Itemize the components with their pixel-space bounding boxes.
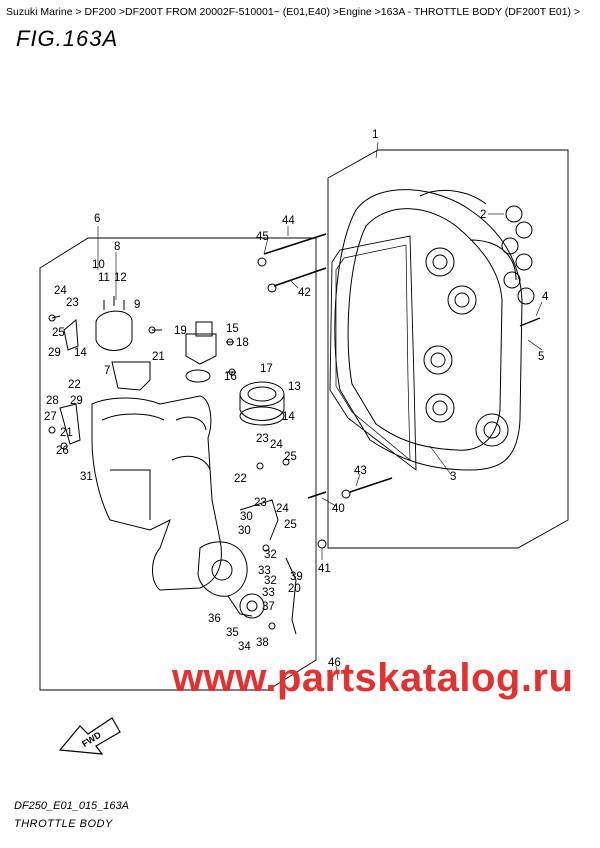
callout: 19 — [174, 325, 187, 337]
callout: 32 — [264, 549, 277, 561]
callout: 43 — [354, 465, 367, 477]
intake-manifold-drawing — [329, 189, 523, 471]
footer-name: THROTTLE BODY — [14, 818, 113, 830]
callout: 36 — [208, 613, 221, 625]
callout: 10 — [92, 259, 105, 271]
callout: 7 — [104, 365, 110, 377]
left-group-frame — [39, 237, 317, 691]
callout: 33 — [258, 565, 271, 577]
callout: 14 — [74, 347, 87, 359]
callout: 22 — [68, 379, 81, 391]
callout: 44 — [282, 215, 295, 227]
callout: 23 — [256, 433, 269, 445]
callout: 18 — [236, 337, 249, 349]
callout: 33 — [262, 587, 275, 599]
callout: 21 — [60, 427, 73, 439]
callout: 22 — [234, 473, 247, 485]
callout: 5 — [538, 351, 544, 363]
footer-code: DF250_E01_015_163A — [14, 800, 129, 812]
callout: 3 — [450, 471, 456, 483]
callout: 30 — [240, 511, 253, 523]
watermark: www.partskatalog.ru — [172, 656, 574, 700]
callout: 24 — [276, 503, 289, 515]
bolt-44 — [263, 233, 327, 255]
callout: 31 — [80, 471, 93, 483]
callout: 37 — [262, 601, 275, 613]
bolt-43 — [349, 477, 393, 493]
callout: 8 — [114, 241, 120, 253]
callout: 24 — [54, 285, 67, 297]
callout: 13 — [288, 381, 301, 393]
callout: 32 — [264, 575, 277, 587]
callout: 11 — [98, 272, 110, 284]
callout: 14 — [282, 411, 295, 423]
callout: 27 — [44, 411, 57, 423]
callout: 29 — [48, 347, 61, 359]
fwd-arrow-icon: FWD — [58, 717, 121, 755]
callout: 41 — [318, 563, 331, 575]
throttle-body-drawing — [59, 296, 297, 635]
callout: 16 — [224, 371, 237, 383]
bolt-40 — [307, 491, 327, 499]
callout: 12 — [114, 272, 127, 284]
callout: 23 — [66, 297, 79, 309]
callout: 25 — [284, 519, 297, 531]
callout: 45 — [256, 231, 269, 243]
callout: 26 — [56, 445, 69, 457]
small-bolts — [48, 314, 290, 630]
callout: 21 — [152, 351, 165, 363]
callout: 9 — [134, 299, 140, 311]
bolt-42 — [273, 267, 327, 287]
callout: 23 — [254, 497, 267, 509]
callout: 38 — [256, 637, 269, 649]
callout: 17 — [260, 363, 273, 375]
callout: 34 — [238, 641, 251, 653]
callout: 28 — [46, 395, 59, 407]
callout: 46 — [328, 657, 341, 669]
callout: 6 — [94, 213, 100, 225]
callout: 29 — [70, 395, 83, 407]
callout: 15 — [226, 323, 239, 335]
leader-lines — [97, 141, 543, 681]
callout: 1 — [372, 129, 378, 141]
right-group-frame — [327, 149, 569, 549]
callout: 35 — [226, 627, 239, 639]
gasket-rings — [501, 205, 535, 305]
callout: 24 — [270, 439, 283, 451]
callout: 25 — [52, 327, 65, 339]
callout: 39 — [290, 571, 303, 583]
breadcrumb[interactable]: Suzuki Marine > DF200 >DF200T FROM 20002… — [6, 6, 581, 18]
figure-title: FIG.163A — [16, 26, 119, 51]
callout: 2 — [480, 209, 486, 221]
callout: 42 — [298, 287, 311, 299]
callout: 30 — [238, 525, 251, 537]
callout: 25 — [284, 451, 297, 463]
callout: 20 — [288, 583, 301, 595]
callout: 4 — [542, 291, 549, 303]
callout: 40 — [332, 503, 345, 515]
callout-numbers: 1 2 3 4 5 6 7 8 10 12 11 9 24 23 25 29 1… — [44, 129, 549, 669]
